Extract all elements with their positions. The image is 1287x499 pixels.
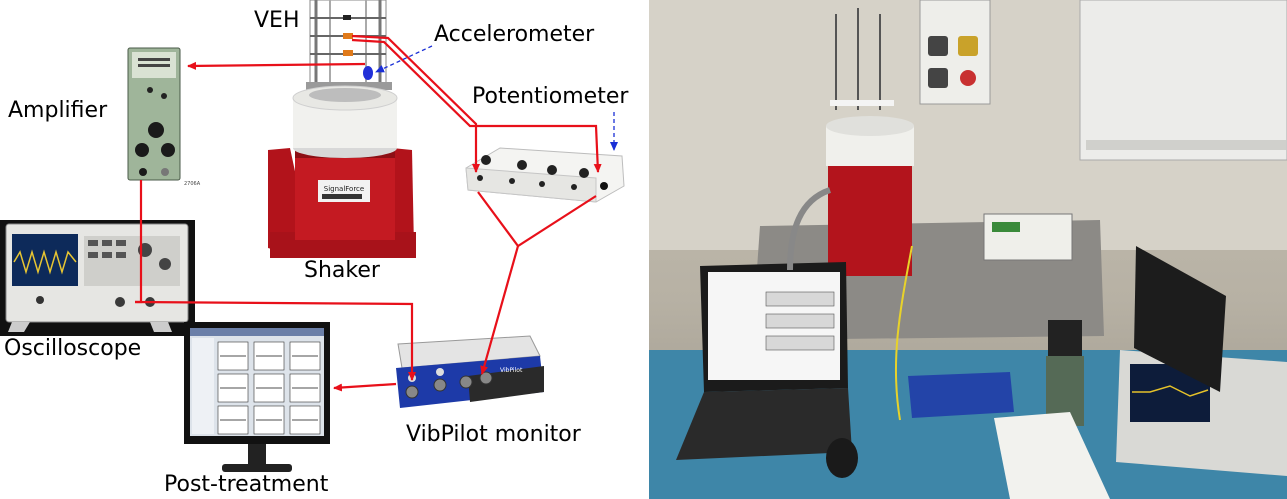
vibpilot-illustration: VibPilot xyxy=(396,335,544,408)
amplifier-illustration: 2706A xyxy=(127,47,201,187)
veh-to-potentiometer-wire xyxy=(351,34,480,173)
shaker-brand-text: SignalForce xyxy=(324,185,364,193)
oscilloscope-label: Oscilloscope xyxy=(4,336,142,361)
shaker-illustration: SignalForce xyxy=(268,85,416,258)
oscilloscope-to-vibpilot-wire xyxy=(134,300,416,381)
veh-label: VEH xyxy=(254,8,300,33)
connection-wires xyxy=(134,34,602,392)
amplifier-model-text: 2706A xyxy=(184,181,201,187)
veh-to-potentiometer-wire-2 xyxy=(351,38,602,173)
shaker-label: Shaker xyxy=(304,258,380,283)
lab-photograph xyxy=(649,0,1287,499)
amplifier-label: Amplifier xyxy=(8,98,108,123)
veh-structure xyxy=(306,0,392,90)
potentiometer-illustration xyxy=(465,147,625,203)
label-pointers xyxy=(375,45,618,151)
vibpilot-label: VibPilot monitor xyxy=(406,422,581,447)
accelerometer-pointer xyxy=(375,45,433,73)
post-treatment-monitor xyxy=(184,322,330,472)
vibpilot-to-post-treatment-wire xyxy=(333,382,397,392)
post-treatment-label: Post-treatment xyxy=(164,472,329,497)
accelerometer-label: Accelerometer xyxy=(434,22,595,47)
junction-to-vibpilot-wire xyxy=(480,245,520,375)
accelerometer-sensor xyxy=(363,66,373,80)
oscilloscope-illustration xyxy=(0,220,195,336)
potentiometer-label: Potentiometer xyxy=(472,84,629,109)
veh-to-amplifier-wire xyxy=(187,61,366,70)
vibpilot-brand-text: VibPilot xyxy=(500,367,523,374)
